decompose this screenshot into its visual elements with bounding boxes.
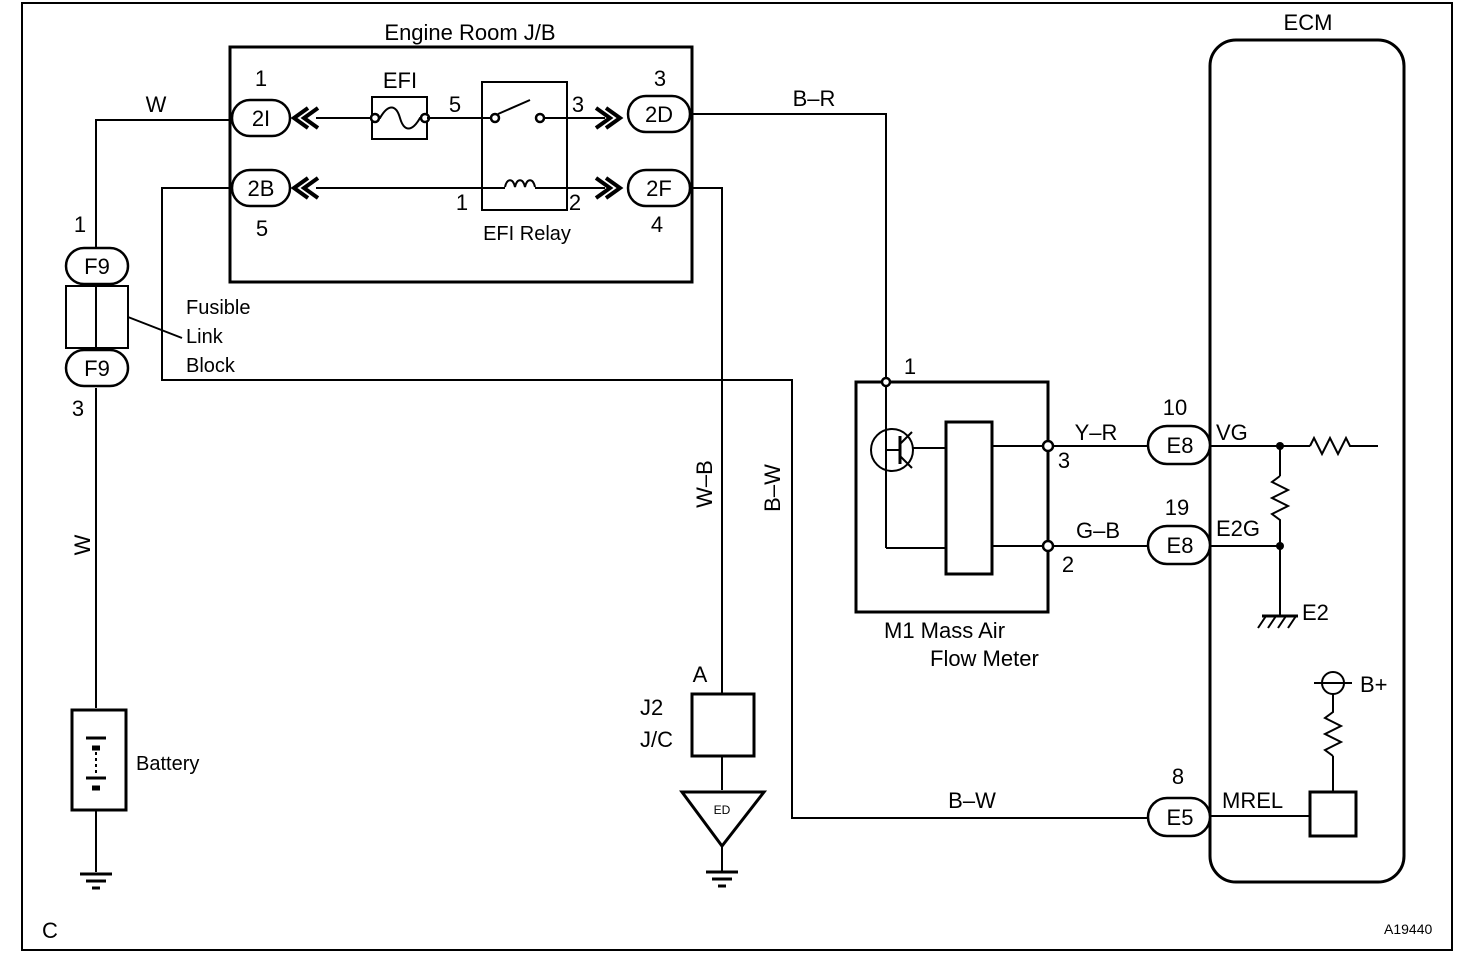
- wire-mrel: [161, 187, 1148, 819]
- connector-e8-e2g-pin: 19: [1165, 495, 1189, 520]
- fusible-link-block: F9 1 F9 3 Fusible Link Block: [64, 212, 250, 421]
- battery-body: [70, 708, 128, 812]
- ecm: ECM E8 10 VG E8 19 E2G E5 8 MREL E2: [1146, 10, 1406, 884]
- terminal-mrel: MREL: [1222, 788, 1283, 813]
- efi-fuse-element: [372, 106, 427, 130]
- connector-e8-vg-pin: 10: [1163, 395, 1187, 420]
- ground-point-ed: [679, 790, 768, 849]
- connector-2D-code: 2D: [645, 102, 673, 127]
- terminal-e2g: E2G: [1216, 516, 1260, 541]
- efi-relay-label: EFI Relay: [483, 223, 571, 245]
- wire-label-mrel-horizontal: B–W: [948, 788, 996, 813]
- connector-2B-pin: 5: [256, 216, 268, 241]
- ground-point-ed-label: ED: [714, 803, 731, 817]
- maf-label-2: Flow Meter: [930, 646, 1039, 671]
- junction-block-title: Engine Room J/B: [384, 20, 555, 45]
- pin-coil-out: 2: [569, 190, 581, 215]
- terminal-vg: VG: [1216, 420, 1248, 445]
- wire-label-battery-vertical: W: [70, 534, 95, 555]
- maf-pin-1: 1: [904, 354, 916, 379]
- vg-resistor-icon: [1309, 435, 1378, 457]
- connector-2B-arrow: [290, 176, 320, 200]
- maf-frame: [854, 380, 1050, 614]
- connector-2I-pin: 1: [255, 66, 267, 91]
- efi-relay-switch: [497, 99, 531, 115]
- connector-e8-vg-code: E8: [1167, 433, 1194, 458]
- pin-relay-out: 3: [572, 92, 584, 117]
- fusible-link-label-3: Block: [186, 355, 236, 377]
- wire-relay-to-maf: [690, 113, 887, 382]
- ecm-title: ECM: [1284, 10, 1333, 35]
- wire-label-mrel-vertical: B–W: [760, 464, 785, 512]
- diagram-border: [21, 2, 1453, 951]
- connector-2F-pin: 4: [651, 212, 663, 237]
- ecm-ground-label: E2: [1302, 600, 1329, 625]
- wire-battery: [95, 119, 232, 248]
- connector-2I-code: 2I: [252, 106, 270, 131]
- connector-f9-bottom: [64, 348, 130, 388]
- wire-label-relay-to-maf: B–R: [793, 86, 836, 111]
- fusible-link-label-2: Link: [186, 326, 224, 348]
- connector-f9-top: [64, 246, 130, 286]
- junction-connector-pin: A: [693, 662, 708, 687]
- connector-e8-e2g-code: E8: [1167, 533, 1194, 558]
- connector-2I: [230, 98, 292, 138]
- fusible-link-label-1: Fusible: [186, 297, 250, 319]
- battery: Battery: [70, 708, 199, 890]
- connector-f9-bottom-pin: 3: [72, 396, 84, 421]
- wire-label-vg: Y–R: [1075, 420, 1118, 445]
- mass-air-flow-meter: 1 3 2 M1 Mass Air Flow Meter: [854, 354, 1074, 671]
- ecm-supply-label: B+: [1360, 672, 1388, 697]
- connector-f9-top-code: F9: [84, 254, 110, 279]
- connector-f9-top-pin: 1: [74, 212, 86, 237]
- maf-transistor-icon: [870, 428, 914, 472]
- maf-pin-3: 3: [1058, 448, 1070, 473]
- efi-fuse-label: EFI: [383, 68, 417, 93]
- wire-jc: [690, 187, 723, 694]
- pin-coil-in: 1: [456, 190, 468, 215]
- junction-connector-label-1: J2: [640, 695, 663, 720]
- efi-relay-coil: [504, 179, 536, 188]
- mrel-resistor-icon: [1322, 694, 1344, 757]
- pin-fuse-out: 5: [449, 92, 461, 117]
- ecm-frame: [1208, 38, 1406, 884]
- connector-2F-code: 2F: [646, 176, 672, 201]
- wires: W W B–W B–W B–R W–B Y–R G–B: [70, 86, 1148, 872]
- junction-connector-j2: A J2 J/C ED: [640, 662, 768, 888]
- battery-label: Battery: [136, 753, 199, 775]
- maf-label-1: M1 Mass Air: [884, 618, 1005, 643]
- efi-relay-body: [481, 81, 568, 211]
- connector-2F-arrow: [594, 176, 624, 200]
- mrel-relay-driver: [1308, 790, 1358, 838]
- maf-pin-2: 2: [1062, 552, 1074, 577]
- maf-sensing-element: [944, 420, 994, 576]
- connector-2D-pin: 3: [654, 66, 666, 91]
- connector-2I-arrow: [290, 106, 320, 130]
- fusible-link-leader: [127, 316, 183, 339]
- e2g-resistor-icon: [1269, 475, 1291, 546]
- engine-room-junction-block: Engine Room J/B EFI EFI Relay 5 3 1 2 2I…: [228, 20, 694, 284]
- connector-2D-arrow: [594, 106, 624, 130]
- wire-label-e2g: G–B: [1076, 518, 1120, 543]
- connector-2B-code: 2B: [248, 176, 275, 201]
- junction-connector-label-2: J/C: [640, 727, 673, 752]
- junction-block-frame: [228, 45, 694, 284]
- connector-e5-mrel-pin: 8: [1172, 764, 1184, 789]
- connector-e5-mrel-code: E5: [1167, 805, 1194, 830]
- wire-label-jc: W–B: [692, 460, 717, 508]
- wire-label-battery-top: W: [146, 92, 167, 117]
- figure-id: A19440: [1384, 921, 1432, 937]
- connector-f9-bottom-code: F9: [84, 356, 110, 381]
- corner-label: C: [42, 918, 58, 943]
- junction-connector-body: [690, 692, 756, 758]
